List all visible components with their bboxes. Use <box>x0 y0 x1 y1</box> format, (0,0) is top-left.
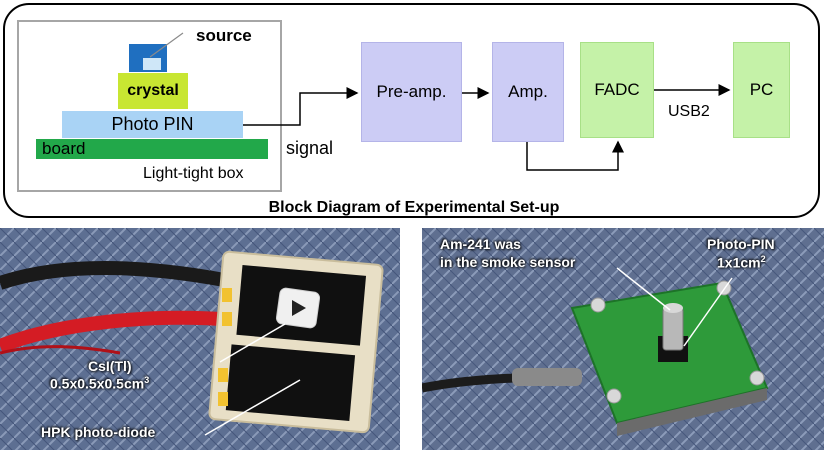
photo-pin-label-line1: Photo-PIN <box>707 236 775 252</box>
photo-diode-label: HPK photo-diode <box>41 424 156 440</box>
diagram-frame <box>3 3 820 218</box>
light-tight-box <box>17 20 282 192</box>
pc-label: PC <box>749 80 774 99</box>
am241-label-line2: in the smoke sensor <box>440 254 576 270</box>
connection-arrows <box>149 32 731 171</box>
amp-label: Amp. <box>508 82 548 101</box>
usb-label: USB2 <box>668 103 710 120</box>
diagram-caption: Block Diagram of Experimental Set-up <box>268 199 560 216</box>
source-pointer-line <box>149 32 184 58</box>
csi-label-line1: CsI(Tl) <box>88 358 132 374</box>
photo-pin-label: Photo PIN <box>111 114 194 134</box>
pc-block: PC <box>733 42 790 138</box>
source-label: source <box>196 26 252 45</box>
preamp-block: Pre-amp. <box>361 42 462 142</box>
photo-crystal-diode-illustration <box>0 228 400 450</box>
source-window <box>143 58 161 70</box>
photo-pin-block: Photo PIN <box>62 111 243 138</box>
photo-pin-label-line2: 1x1cm2 <box>717 254 766 271</box>
amp-to-fadc-arrow <box>526 140 624 171</box>
am241-label-line1: Am-241 was <box>440 236 521 252</box>
fadc-label: FADC <box>594 80 640 99</box>
crystal-label: crystal <box>127 82 179 99</box>
signal-arrow <box>243 87 359 126</box>
fadc-block: FADC <box>580 42 654 138</box>
photo-pin-board: Am-241 was in the smoke sensor Photo-PIN… <box>422 228 824 450</box>
csi-label-line2: 0.5x0.5x0.5cm3 <box>50 375 150 392</box>
light-tight-box-label: Light-tight box <box>143 165 244 182</box>
crystal-block: crystal <box>118 73 188 109</box>
preamp-label: Pre-amp. <box>376 82 447 101</box>
amp-block: Amp. <box>492 42 564 142</box>
signal-label: signal <box>286 138 334 158</box>
photo-crystal-diode: CsI(Tl) 0.5x0.5x0.5cm3 HPK photo-diode <box>0 228 400 450</box>
photo-pin-board-illustration <box>422 228 824 450</box>
board-label: board <box>42 139 86 158</box>
board-block: board <box>36 139 268 159</box>
